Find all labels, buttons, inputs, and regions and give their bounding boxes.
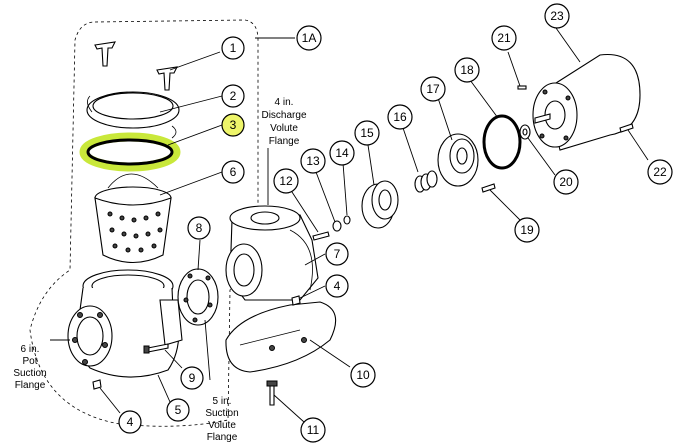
svg-text:18: 18 <box>460 63 474 77</box>
mechanical-seal <box>414 170 438 193</box>
seal-plate-o-ring <box>482 114 522 170</box>
pot-lid <box>86 91 180 139</box>
svg-text:5: 5 <box>175 403 182 417</box>
bolt-19 <box>481 183 496 193</box>
callout-1[interactable]: 1 <box>221 36 245 60</box>
svg-text:1A: 1A <box>302 31 317 45</box>
strainer-pot-body <box>67 269 183 378</box>
callout-4-lower[interactable]: 4 <box>118 410 142 434</box>
svg-text:21: 21 <box>497 31 511 45</box>
callout-16[interactable]: 16 <box>387 104 413 130</box>
callout-5[interactable]: 5 <box>166 398 190 422</box>
callout-6[interactable]: 6 <box>221 160 245 184</box>
svg-text:Flange: Flange <box>269 136 300 147</box>
svg-text:4: 4 <box>127 415 134 429</box>
lid-o-ring <box>79 132 181 172</box>
svg-text:1: 1 <box>230 41 237 55</box>
callout-19[interactable]: 19 <box>514 217 540 243</box>
callout-23[interactable]: 23 <box>544 3 570 29</box>
svg-text:Suction: Suction <box>13 368 46 379</box>
svg-text:Discharge: Discharge <box>261 110 306 121</box>
motor <box>532 53 641 151</box>
washer-14 <box>343 215 351 225</box>
callout-18[interactable]: 18 <box>454 57 480 83</box>
pump-base <box>225 301 337 373</box>
svg-text:22: 22 <box>653 165 667 179</box>
svg-text:4: 4 <box>334 279 341 293</box>
leader-lines <box>50 27 649 423</box>
callout-22[interactable]: 22 <box>647 159 673 185</box>
svg-text:Flange: Flange <box>207 432 238 443</box>
svg-text:5 in.: 5 in. <box>213 396 232 407</box>
callout-8[interactable]: 8 <box>187 216 211 240</box>
callout-21[interactable]: 21 <box>491 25 517 51</box>
svg-text:9: 9 <box>189 371 196 385</box>
svg-text:Volute: Volute <box>208 420 236 431</box>
seal-plate <box>437 133 479 187</box>
callout-15[interactable]: 15 <box>354 120 380 146</box>
knob-right <box>156 66 178 91</box>
bolt-4-upper <box>291 295 301 306</box>
callout-9[interactable]: 9 <box>180 366 204 390</box>
label-suction-volute-flange: 5 in. Suction Volute Flange <box>205 396 238 443</box>
bolt-4-lower <box>92 379 102 390</box>
callout-3[interactable]: 3 <box>221 113 245 137</box>
svg-text:19: 19 <box>520 223 534 237</box>
knob-left <box>94 41 116 67</box>
svg-text:6 in.: 6 in. <box>21 344 40 355</box>
suction-flange-gasket <box>177 268 219 326</box>
svg-text:14: 14 <box>335 146 349 160</box>
svg-text:15: 15 <box>360 126 374 140</box>
svg-text:10: 10 <box>356 368 370 382</box>
svg-text:20: 20 <box>559 175 573 189</box>
diffuser <box>361 180 399 229</box>
water-slinger <box>519 124 531 140</box>
volute-housing <box>225 205 319 301</box>
svg-text:6: 6 <box>230 165 237 179</box>
svg-text:16: 16 <box>393 110 407 124</box>
svg-text:13: 13 <box>306 154 320 168</box>
svg-text:Suction: Suction <box>205 408 238 419</box>
bolt-12 <box>312 231 330 241</box>
svg-text:Pot: Pot <box>22 356 37 367</box>
callout-20[interactable]: 20 <box>553 169 579 195</box>
svg-text:11: 11 <box>307 423 320 437</box>
svg-text:7: 7 <box>334 247 341 261</box>
bolt-9 <box>143 343 169 354</box>
bolt-11 <box>266 380 278 406</box>
svg-text:4 in.: 4 in. <box>275 97 294 108</box>
label-discharge-flange: 4 in. Discharge Volute Flange <box>261 97 306 147</box>
svg-text:8: 8 <box>196 221 203 235</box>
washer-13 <box>332 220 342 232</box>
svg-text:3: 3 <box>230 118 237 132</box>
label-pot-suction-flange: 6 in. Pot Suction Flange <box>13 344 46 391</box>
callout-4-upper[interactable]: 4 <box>325 274 349 298</box>
svg-text:12: 12 <box>279 174 293 188</box>
callout-11[interactable]: 11 <box>300 417 326 443</box>
callout-12[interactable]: 12 <box>273 168 299 194</box>
callout-10[interactable]: 10 <box>350 362 376 388</box>
svg-text:23: 23 <box>550 9 564 23</box>
bolt-22 <box>619 123 634 133</box>
callout-2[interactable]: 2 <box>221 84 245 108</box>
callout-7[interactable]: 7 <box>325 242 349 266</box>
callout-17[interactable]: 17 <box>420 76 446 102</box>
shaft-key <box>517 85 527 90</box>
svg-text:2: 2 <box>230 89 237 103</box>
svg-text:Volute: Volute <box>270 123 298 134</box>
svg-text:Flange: Flange <box>15 380 46 391</box>
callout-14[interactable]: 14 <box>329 140 355 166</box>
callout-1A[interactable]: 1A <box>296 25 322 51</box>
callout-13[interactable]: 13 <box>300 148 326 174</box>
svg-text:17: 17 <box>426 82 440 96</box>
strainer-basket <box>94 173 172 263</box>
